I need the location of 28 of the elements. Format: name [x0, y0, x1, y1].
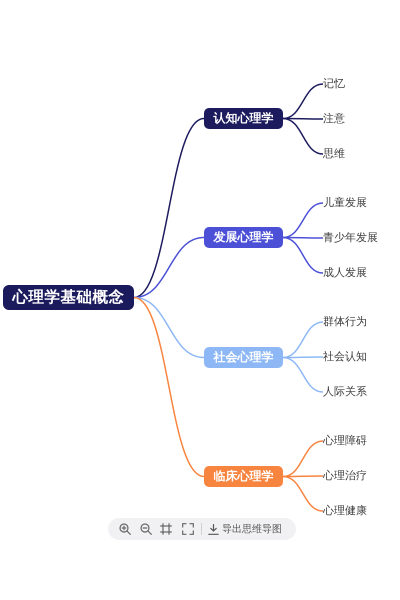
- branch-topic: 认知心理学: [204, 108, 283, 129]
- branch-topic: 社会心理学: [204, 347, 283, 368]
- branch-line: [282, 83, 324, 120]
- subtopic-text: 成人发展: [323, 265, 367, 281]
- branch-line: [282, 202, 324, 238]
- branch-line: [282, 356, 324, 393]
- subtopic-text: 儿童发展: [323, 195, 367, 211]
- export-button: 导出思维导图: [208, 518, 282, 540]
- branch-topic: 发展心理学: [204, 227, 283, 248]
- subtopic-text: 人际关系: [323, 384, 367, 400]
- branch-line: [134, 296, 204, 478]
- subtopic-text: 心理障碍: [323, 433, 367, 449]
- branch-line: [282, 118, 324, 155]
- branch-line: [282, 236, 324, 274]
- subtopic-text: 心理治疗: [323, 468, 367, 484]
- root-topic: 心理学基础概念: [3, 285, 134, 310]
- subtopic-text: 记忆: [323, 76, 345, 92]
- subtopic-text: 社会认知: [323, 349, 367, 365]
- subtopic-text: 群体行为: [323, 314, 367, 330]
- branch-line: [134, 236, 204, 298]
- subtopic-text: 心理健康: [323, 503, 367, 519]
- subtopic-text: 注意: [323, 111, 345, 127]
- subtopic-text: 思维: [323, 146, 345, 162]
- branch-topic: 临床心理学: [204, 466, 283, 487]
- branch-line: [283, 356, 323, 358]
- branch-line: [283, 475, 323, 478]
- branch-line: [282, 476, 324, 512]
- subtopic-text: 青少年发展: [323, 230, 378, 246]
